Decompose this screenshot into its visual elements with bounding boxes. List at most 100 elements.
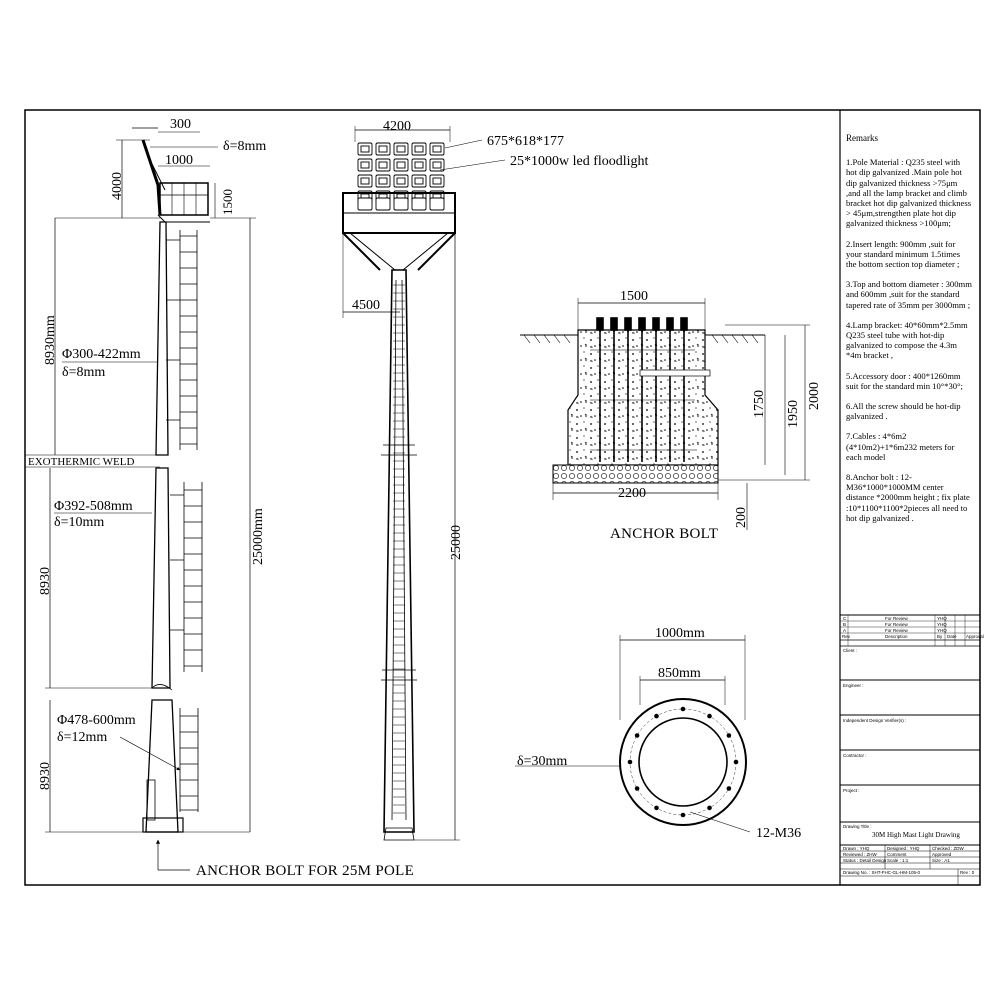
remark-7: 7.Cables : 4*6m2 (4*10m2)+1*6m232 meters…: [846, 431, 955, 462]
flange-bolt-hole: [707, 805, 712, 811]
size-label: Size : A1: [932, 858, 950, 863]
floodlight-icon: [375, 158, 391, 172]
plate-thickness-top: δ=8mm: [223, 139, 266, 154]
checked-by: Checked : ZDW: [932, 846, 964, 851]
drawing-title-label: Drawing Title :: [843, 824, 872, 829]
rev-header-date: Date: [947, 634, 957, 639]
remark-6: 6.All the screw should be hot-dip galvan…: [846, 401, 961, 422]
section1-thickness: δ=8mm: [62, 365, 105, 380]
rev-header-approval: Approval: [966, 634, 984, 639]
rev-b-by: YHQ: [937, 622, 947, 627]
exothermic-weld-label: EXOTHERMIC WELD: [28, 456, 134, 468]
crown-size-label: 675*618*177: [487, 134, 564, 149]
flange-bolt-hole: [680, 706, 686, 712]
remarks-panel: Remarks 1.Pole Material : Q235 steel wit…: [846, 133, 972, 533]
flange-thickness: δ=30mm: [517, 754, 567, 769]
floodlight-label: 25*1000w led floodlight: [510, 154, 649, 169]
floodlight-icon: [411, 174, 427, 188]
dim-4500: 4500: [352, 298, 380, 313]
dim-anchor-top: 1500: [620, 289, 648, 304]
anchor-caption: ANCHOR BOLT: [610, 526, 718, 542]
rev-c: C: [843, 616, 847, 621]
title-block: [840, 614, 980, 885]
remark-5: 5.Accessory door : 400*1260mm suit for t…: [846, 370, 963, 391]
dim-section2: 8930: [38, 567, 53, 595]
flange-bolt-hole: [634, 786, 640, 791]
floodlight-icon: [411, 142, 427, 156]
floodlight-icon: [411, 158, 427, 172]
flange-bolt-count: 12-M36: [756, 826, 801, 841]
scale-label: Scale : 1:1: [887, 858, 909, 863]
rev-header-by: By: [937, 634, 943, 639]
rev-a-by: YHQ: [937, 628, 947, 633]
contractor-label: Contractor :: [843, 753, 867, 758]
approved-label: Approved: [932, 852, 952, 857]
floodlight-icon: [429, 174, 445, 188]
dim-total-height: 25000mm: [251, 508, 266, 565]
designed-by: Designed : YHQ: [887, 846, 920, 851]
client-label: Client :: [843, 648, 858, 653]
floodlight-icon: [393, 158, 409, 172]
remark-4: 4.Lamp bracket: 40*60mm*2.5mm Q235 steel…: [846, 319, 968, 361]
floodlight-icon: [357, 197, 373, 211]
dim-4000: 4000: [110, 172, 125, 200]
sheet-border: [24, 109, 981, 886]
remark-8: 8.Anchor bolt : 12-M36*1000*1000MM cente…: [846, 472, 970, 523]
center-elevation: 4200 675*618*177 25*1000w led floodlight…: [342, 119, 649, 841]
floodlight-icon: [393, 174, 409, 188]
status-label: Status : Detail Design: [843, 858, 887, 863]
dim-section1: 8930mm: [43, 315, 58, 365]
remarks-title: Remarks: [846, 133, 878, 143]
dim-2000: 2000: [807, 382, 822, 410]
verifier-label: Independent Design Verifier(s) :: [843, 718, 907, 723]
flange-bolt-hole: [680, 812, 686, 818]
remark-2: 2.Insert length: 900mm ,suit for your st…: [846, 238, 961, 270]
remark-1: 1.Pole Material : Q235 steel with hot di…: [846, 157, 972, 229]
floodlight-icon: [357, 158, 373, 172]
rev-c-desc: For Review: [885, 616, 908, 621]
dim-1750: 1750: [752, 390, 767, 418]
left-elevation: 300 δ=8mm 1000 4000 1500 8930mm: [25, 117, 414, 879]
comment-label: Comment: [887, 852, 907, 857]
flange-bolt-hole: [726, 786, 732, 791]
flange-plan: 1000mm 850mm δ=30mm 12-M36: [515, 626, 801, 841]
section2-thickness: δ=10mm: [54, 515, 104, 530]
project-label: Project :: [843, 788, 860, 793]
dim-1000: 1000: [165, 153, 193, 168]
floodlight-icon: [393, 197, 409, 211]
section3-thickness: δ=12mm: [57, 730, 107, 745]
section2-diameter: Φ392-508mm: [54, 499, 133, 514]
floodlight-icon: [429, 158, 445, 172]
floodlight-icon: [357, 174, 373, 188]
drawing-number: Drawing No. : SHT-FHC-GL-HM-105-0: [843, 870, 921, 875]
dim-1950: 1950: [786, 400, 801, 428]
rev-a: A: [843, 628, 847, 633]
flange-bolt-hole: [733, 759, 739, 765]
floodlight-icon: [429, 197, 445, 211]
dim-300: 300: [170, 117, 191, 132]
rev-b: B: [843, 622, 847, 627]
flange-bolt-hole: [627, 759, 633, 765]
remark-3: 3.Top and bottom diameter : 300mm and 60…: [846, 279, 972, 310]
anchor-foundation-section: 1500 2200 1750 1950 2000 200 ANC: [520, 289, 822, 542]
floodlight-icon: [375, 174, 391, 188]
dim-4200: 4200: [383, 119, 411, 134]
dim-25000-center: 25000: [449, 525, 464, 560]
flange-bolt-hole: [726, 733, 732, 738]
dim-1500-platform: 1500: [220, 189, 235, 215]
drawing-title: 30M High Mast Light Drawing: [872, 831, 960, 839]
dim-200: 200: [734, 507, 749, 528]
floodlight-icon: [429, 142, 445, 156]
floodlight-icon: [411, 197, 427, 211]
rev-number: Rev : 0: [960, 870, 975, 875]
flange-bolt-hole: [634, 733, 640, 738]
rev-header-rev: Rev: [842, 634, 851, 639]
reviewed-by: Reviewed : ZHW: [843, 852, 877, 857]
section3-diameter: Φ478-600mm: [57, 713, 136, 728]
flange-bolt-hole: [654, 713, 659, 719]
rev-b-desc: For Review: [885, 622, 908, 627]
floodlight-icon: [357, 142, 373, 156]
flange-bolt-hole: [654, 805, 659, 811]
floodlight-icon: [375, 197, 391, 211]
flange-bolt-hole: [707, 713, 712, 719]
